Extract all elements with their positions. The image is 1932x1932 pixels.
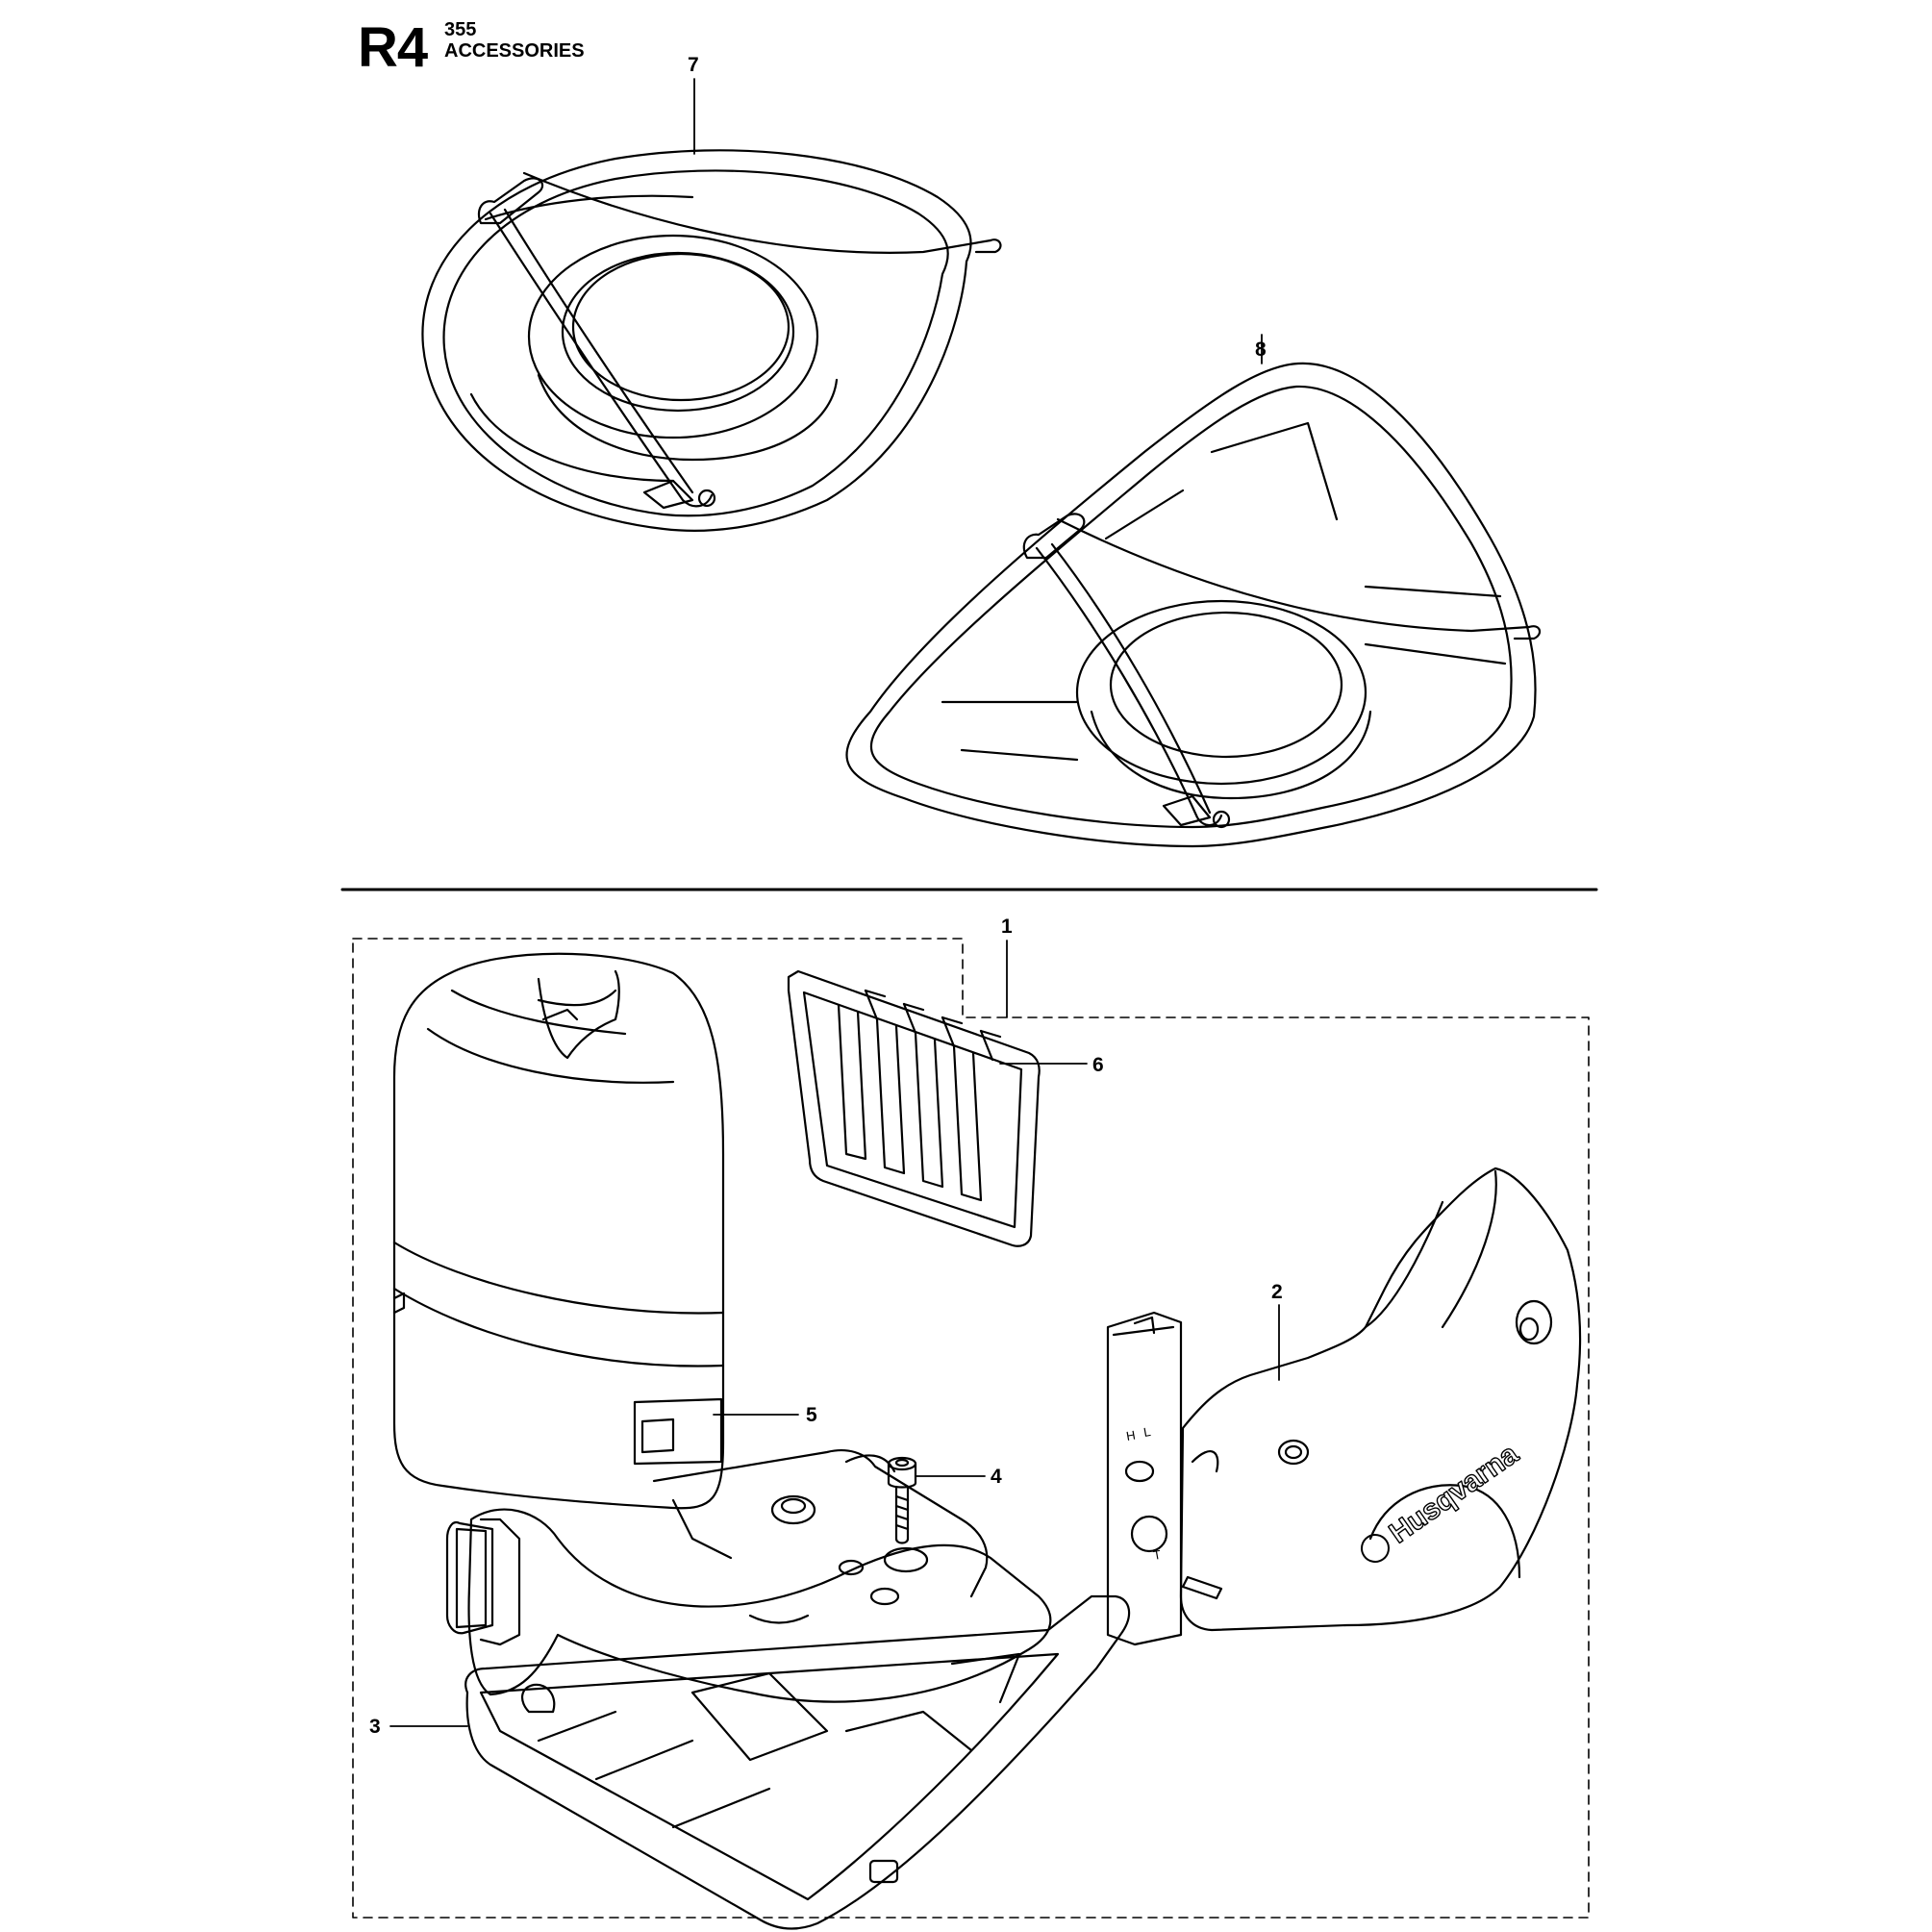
part-7-round-guard (421, 149, 1002, 532)
brand-logo-text: Husqvarna (1384, 1438, 1524, 1549)
callout-7: 7 (688, 54, 699, 76)
diagram-title: ACCESSORIES (444, 40, 585, 62)
diagram-code: R4 (358, 16, 428, 79)
part-2-cylinder-cover (1106, 1167, 1582, 1646)
callout-6: 6 (1092, 1054, 1104, 1076)
callout-2: 2 (1271, 1281, 1283, 1303)
model-number: 355 (444, 19, 477, 40)
part-3-intake-base (445, 1449, 1131, 1930)
callout-3: 3 (369, 1716, 381, 1738)
callout-1: 1 (1001, 916, 1013, 938)
callout-4: 4 (991, 1466, 1002, 1488)
part-6-filter-element (787, 969, 1041, 1247)
plate-mark-l: L (1142, 1424, 1152, 1440)
plate-mark-h: H (1125, 1428, 1137, 1443)
kit-boundary-dashed (352, 938, 1590, 1919)
part-8-triangular-guard (845, 362, 1542, 848)
husqvarna-logo: Husqvarna (1361, 1437, 1525, 1563)
part-5-filter-cover (392, 952, 725, 1510)
plate-mark-t: T (1152, 1547, 1162, 1563)
part-4-screw (887, 1456, 917, 1544)
callout-8: 8 (1255, 339, 1267, 361)
callout-5: 5 (806, 1404, 817, 1426)
leader-lines (389, 78, 1280, 1727)
